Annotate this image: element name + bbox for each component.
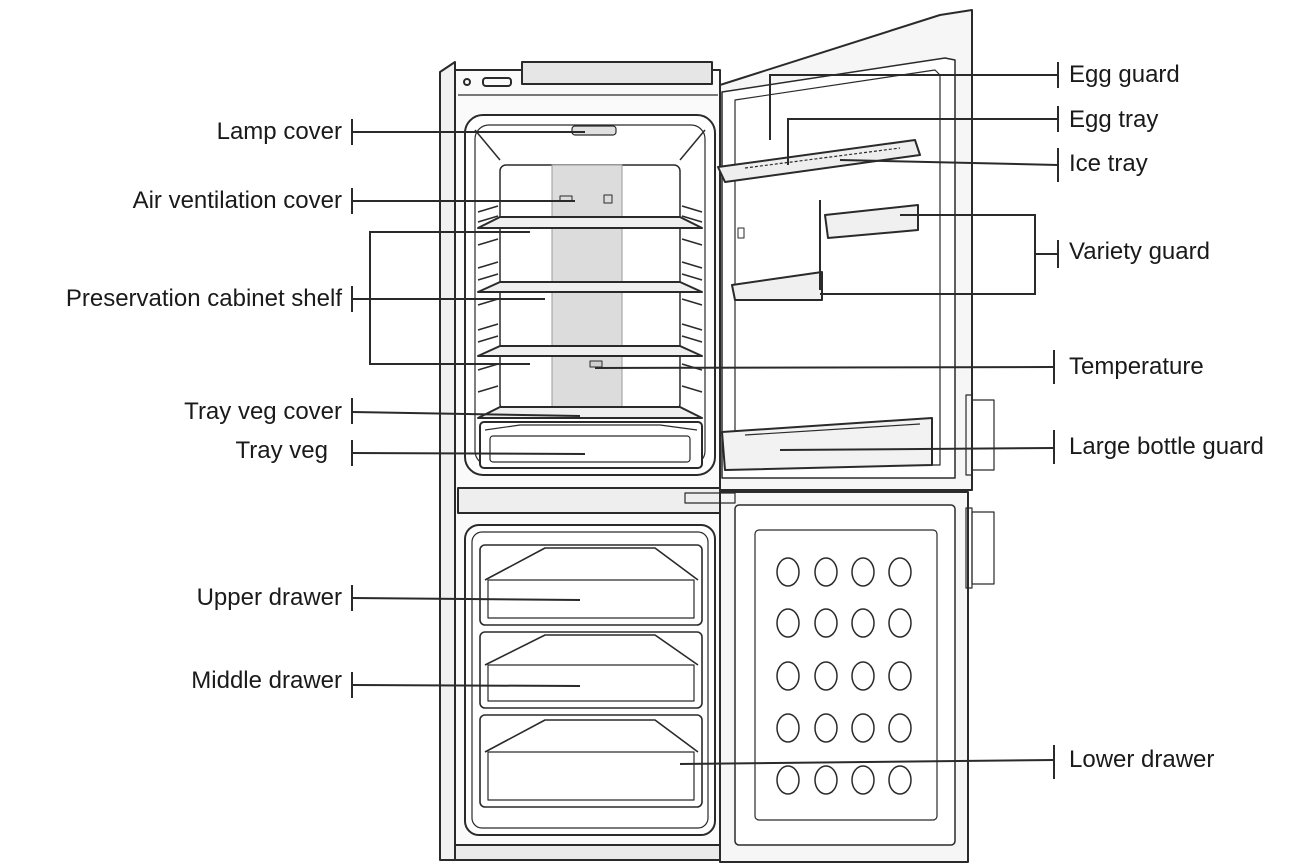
leader-tray-veg xyxy=(351,440,586,466)
label-lower-drawer: Lower drawer xyxy=(1069,746,1215,773)
freezer-door-dimples xyxy=(776,557,912,795)
leader-lower-drawer xyxy=(679,745,1055,779)
leader-middle-drawer xyxy=(351,672,581,698)
leader-upper-drawer xyxy=(351,585,581,611)
freezer-compartment xyxy=(464,524,716,836)
label-variety-guard: Variety guard xyxy=(1069,238,1210,265)
leader-preservation-shelf xyxy=(351,231,545,365)
leader-tray-veg-cover xyxy=(351,398,581,424)
leader-variety-guard xyxy=(820,214,1059,295)
label-air-ventilation-cover: Air ventilation cover xyxy=(132,187,342,214)
label-egg-guard: Egg guard xyxy=(1069,61,1180,88)
leader-ice-tray xyxy=(839,148,1059,182)
label-egg-tray: Egg tray xyxy=(1069,106,1159,133)
label-large-bottle-guard: Large bottle guard xyxy=(1069,433,1264,460)
freezer-door xyxy=(684,491,995,863)
label-upper-drawer: Upper drawer xyxy=(196,584,342,611)
leader-temperature xyxy=(594,350,1055,384)
label-lamp-cover: Lamp cover xyxy=(216,118,342,145)
leader-egg-guard xyxy=(769,62,1059,140)
label-middle-drawer: Middle drawer xyxy=(191,667,342,694)
label-temperature: Temperature xyxy=(1069,353,1204,380)
leader-egg-tray xyxy=(787,106,1059,165)
leader-large-bottle-guard xyxy=(779,430,1055,464)
upper-door xyxy=(717,9,995,491)
leader-lines xyxy=(351,62,1059,779)
freezer-drawers xyxy=(479,544,703,808)
fresh-food-compartment xyxy=(464,114,716,476)
glass-shelves xyxy=(477,216,703,419)
leader-lamp-cover xyxy=(351,119,585,145)
label-ice-tray: Ice tray xyxy=(1069,150,1148,177)
veg-tray xyxy=(479,421,703,469)
leader-air-ventilation-cover xyxy=(351,188,575,214)
label-tray-veg: Tray veg xyxy=(235,437,328,464)
label-preservation-cabinet-shelf: Preservation cabinet shelf xyxy=(65,285,342,312)
label-tray-veg-cover: Tray veg cover xyxy=(184,398,342,425)
